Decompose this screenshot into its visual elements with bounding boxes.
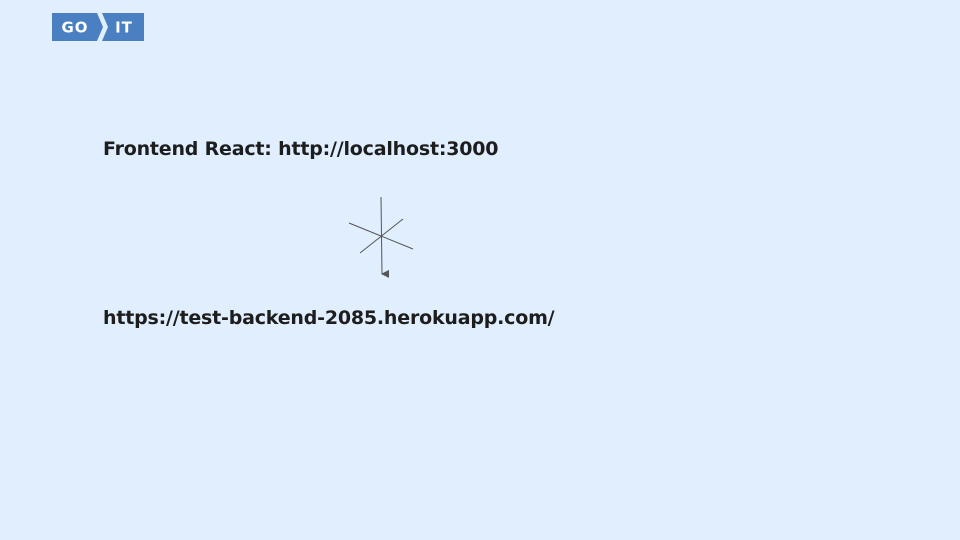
- logo-left-block: [52, 13, 103, 41]
- connector-arrow: [340, 190, 424, 286]
- backend-label: https://test-backend-2085.herokuapp.com/: [103, 307, 555, 329]
- logo-graphic: GO IT: [52, 13, 144, 41]
- connector-line-diagonal-b: [359, 218, 404, 254]
- logo-right-block: [102, 13, 144, 41]
- logo-left-text: GO: [61, 19, 88, 37]
- logo-right-text: IT: [115, 19, 133, 37]
- go-it-logo: GO IT: [52, 13, 144, 41]
- frontend-label: Frontend React: http://localhost:3000: [103, 138, 499, 160]
